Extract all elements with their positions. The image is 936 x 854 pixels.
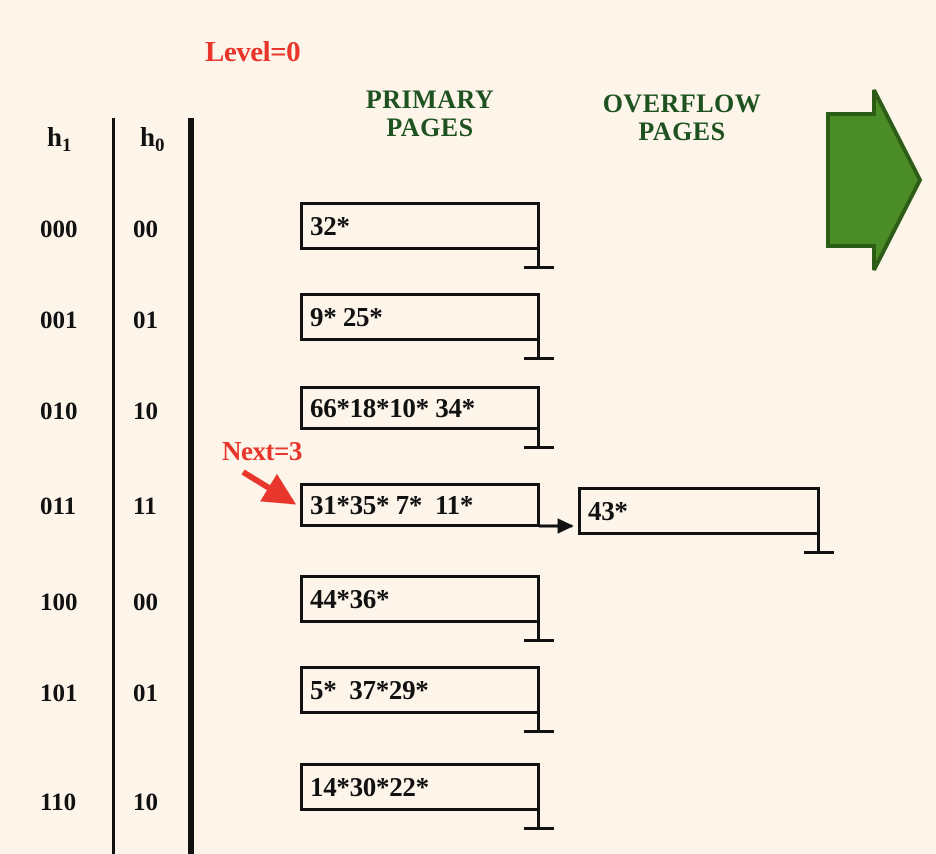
column-divider-left	[112, 118, 115, 854]
terminator-stem	[817, 535, 820, 553]
terminator-stem	[537, 623, 540, 641]
h0-column-header: h0	[140, 122, 165, 156]
h0-header-text: h	[140, 122, 156, 152]
primary-page-row-4[interactable]: 44*36*	[300, 575, 540, 623]
column-divider-right	[188, 118, 194, 854]
overflow-page-row-3[interactable]: 43*	[578, 487, 820, 535]
h0-value-row-3: 11	[133, 493, 157, 520]
h1-value-row-0: 000	[40, 216, 78, 243]
h0-value-row-2: 10	[133, 398, 158, 425]
overflow-page-contents-row-3: 43*	[588, 495, 628, 526]
terminator-bar	[524, 827, 554, 830]
h0-value-row-5: 01	[133, 680, 158, 707]
h1-header-text: h	[47, 122, 63, 152]
terminator-bar	[524, 266, 554, 269]
h0-value-row-0: 00	[133, 216, 158, 243]
terminator-bar	[804, 551, 834, 554]
page-contents-row-0: 32*	[310, 210, 350, 241]
level-label: Level=0	[205, 36, 301, 68]
h0-header-subscript: 0	[155, 135, 165, 156]
next-pointer-label: Next=3	[222, 436, 302, 466]
primary-pages-heading: PRIMARY PAGES	[365, 85, 495, 143]
terminator-bar	[524, 446, 554, 449]
terminator-stem	[537, 714, 540, 732]
page-contents-row-6: 14*30*22*	[310, 771, 429, 802]
page-contents-row-5: 5* 37*29*	[310, 674, 429, 705]
terminator-bar	[524, 357, 554, 360]
terminator-stem	[537, 341, 540, 359]
h1-value-row-4: 100	[40, 589, 78, 616]
terminator-bar	[524, 639, 554, 642]
page-contents-row-4: 44*36*	[310, 583, 390, 614]
h1-value-row-1: 001	[40, 307, 78, 334]
green-right-arrow-icon	[826, 89, 923, 271]
h1-column-header: h1	[47, 122, 72, 156]
h1-value-row-3: 011	[40, 493, 77, 520]
h1-value-row-2: 010	[40, 398, 78, 425]
primary-page-row-3[interactable]: 31*35* 7* 11*	[300, 483, 540, 527]
h0-value-row-4: 00	[133, 589, 158, 616]
next-pointer-arrow-icon	[241, 469, 297, 505]
h1-header-subscript: 1	[62, 135, 72, 156]
page-contents-row-1: 9* 25*	[310, 301, 383, 332]
terminator-bar	[524, 730, 554, 733]
h0-value-row-1: 01	[133, 307, 158, 334]
page-contents-row-3: 31*35* 7* 11*	[310, 489, 474, 520]
overflow-link-arrow-icon	[539, 518, 574, 534]
h1-value-row-5: 101	[40, 680, 78, 707]
primary-page-row-0[interactable]: 32*	[300, 202, 540, 250]
primary-page-row-5[interactable]: 5* 37*29*	[300, 666, 540, 714]
h1-value-row-6: 110	[40, 789, 77, 816]
h0-value-row-6: 10	[133, 789, 158, 816]
terminator-stem	[537, 250, 540, 268]
primary-page-row-2[interactable]: 66*18*10* 34*	[300, 386, 540, 430]
terminator-stem	[537, 811, 540, 829]
primary-page-row-6[interactable]: 14*30*22*	[300, 763, 540, 811]
primary-page-row-1[interactable]: 9* 25*	[300, 293, 540, 341]
terminator-stem	[537, 430, 540, 448]
overflow-pages-heading: OVERFLOW PAGES	[602, 89, 762, 147]
page-contents-row-2: 66*18*10* 34*	[310, 392, 475, 423]
